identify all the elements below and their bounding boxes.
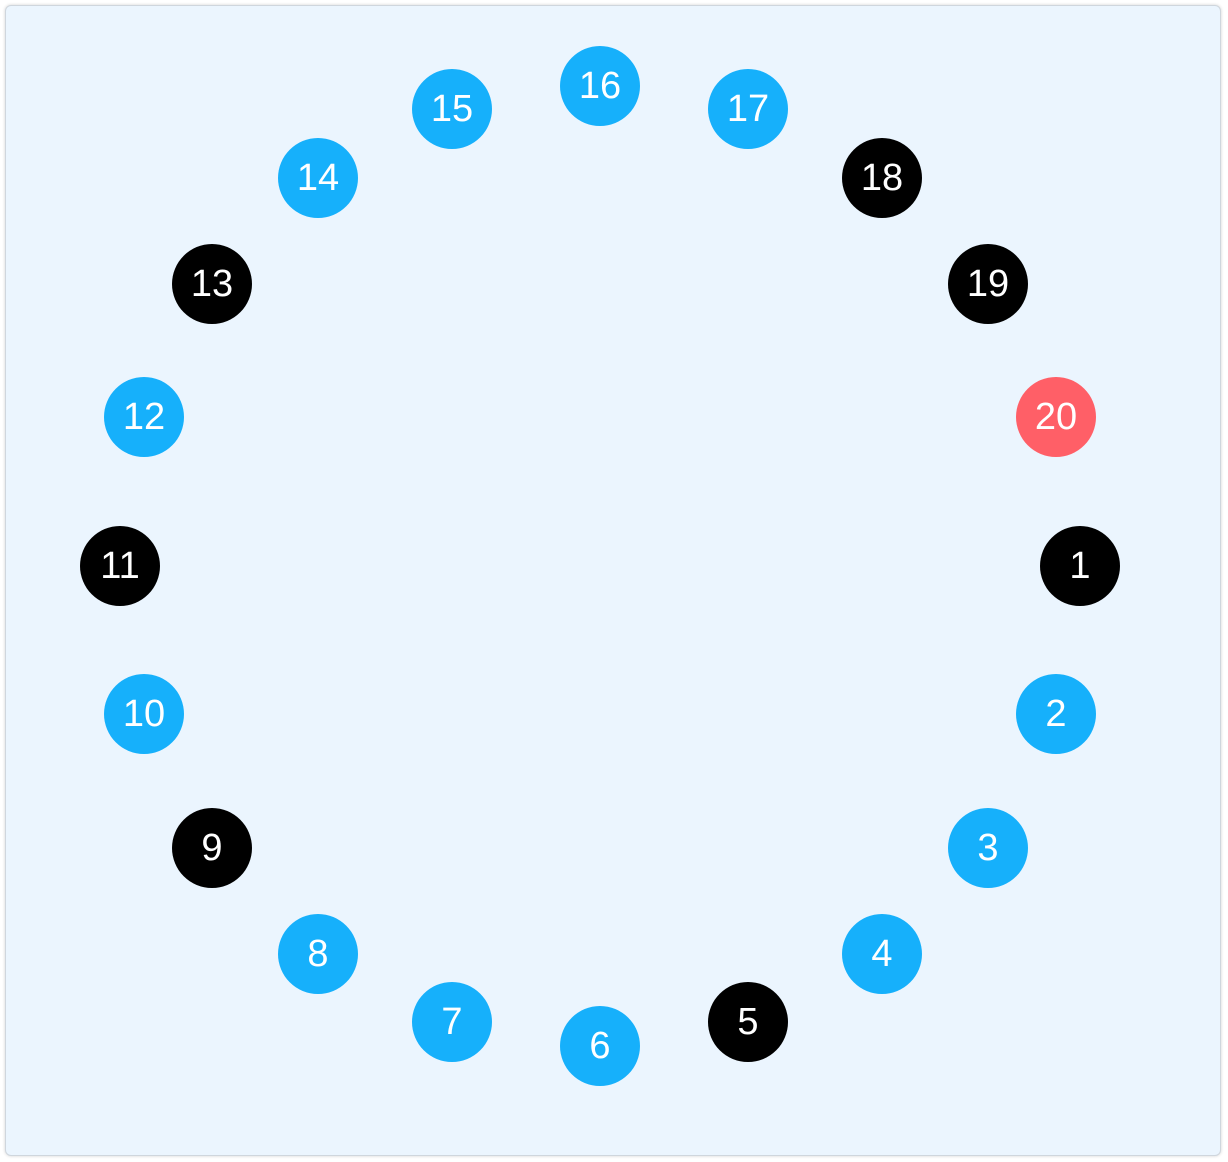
token-15[interactable]: 15	[412, 69, 492, 149]
token-5[interactable]: 5	[708, 982, 788, 1062]
token-6[interactable]: 6	[560, 1006, 640, 1086]
token-18[interactable]: 18	[842, 138, 922, 218]
token-2[interactable]: 2	[1016, 674, 1096, 754]
token-10[interactable]: 10	[104, 674, 184, 754]
token-20[interactable]: 20	[1016, 377, 1096, 457]
token-16[interactable]: 16	[560, 46, 640, 126]
token-4[interactable]: 4	[842, 914, 922, 994]
token-9[interactable]: 9	[172, 808, 252, 888]
token-8[interactable]: 8	[278, 914, 358, 994]
token-13[interactable]: 13	[172, 244, 252, 324]
token-3[interactable]: 3	[948, 808, 1028, 888]
token-7[interactable]: 7	[412, 982, 492, 1062]
token-1[interactable]: 1	[1040, 526, 1120, 606]
token-17[interactable]: 17	[708, 69, 788, 149]
token-11[interactable]: 11	[80, 526, 160, 606]
token-19[interactable]: 19	[948, 244, 1028, 324]
token-12[interactable]: 12	[104, 377, 184, 457]
token-14[interactable]: 14	[278, 138, 358, 218]
